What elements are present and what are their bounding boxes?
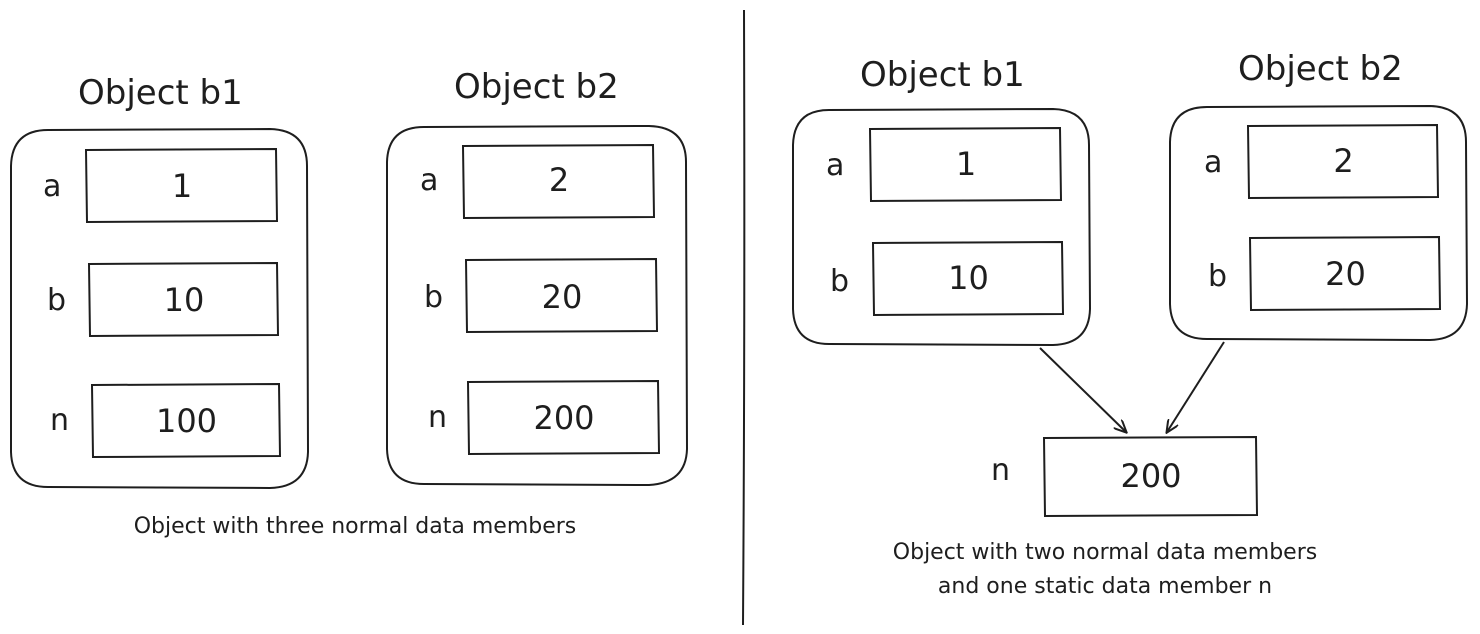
left-b2-a-label: a	[420, 163, 439, 198]
right-b2-b-label: b	[1208, 259, 1228, 294]
left-b2-b-box	[464, 257, 659, 334]
left-b1-a-value: 1	[171, 167, 193, 205]
right-b2-a-box	[1246, 123, 1440, 200]
left-b1-a-box	[84, 147, 279, 224]
right-b1-a-box	[868, 126, 1063, 203]
arrow-b1-to-static-n	[1039, 347, 1126, 432]
left-b2-a-value: 2	[548, 161, 570, 199]
left-b1-b-box	[87, 261, 280, 338]
right-b2-a-value: 2	[1333, 142, 1354, 180]
arrow-b2-to-static-n	[1167, 341, 1225, 432]
right-b1-b-box	[871, 240, 1065, 317]
left-b1-title: Object b1	[78, 73, 243, 113]
right-b1-a-label: a	[826, 148, 845, 183]
right-b2-b-value: 20	[1325, 255, 1366, 293]
left-b2-b-value: 20	[541, 278, 583, 316]
left-b1-a-label: a	[43, 169, 62, 204]
static-n-box	[1042, 435, 1259, 518]
right-caption-line1: Object with two normal data members	[892, 540, 1318, 565]
right-b2-b-box	[1248, 235, 1442, 312]
left-b2-n-box	[466, 379, 661, 456]
left-b1-n-box	[90, 382, 282, 459]
panel-divider	[742, 9, 746, 626]
left-b2-n-label: n	[428, 400, 448, 435]
right-b1-a-value: 1	[955, 145, 977, 183]
right-b1-b-value: 10	[948, 259, 989, 297]
right-b2-title: Object b2	[1238, 49, 1403, 89]
left-b2-container	[386, 124, 689, 487]
left-caption: Object with three normal data members	[133, 514, 577, 539]
right-b1-title: Object b1	[860, 55, 1025, 95]
left-b1-b-label: b	[47, 283, 67, 318]
left-b1-container	[10, 127, 310, 490]
left-b1-n-label: n	[50, 403, 70, 438]
left-b2-a-box	[461, 143, 656, 220]
right-b2-container	[1169, 104, 1469, 342]
left-b2-n-value: 200	[533, 399, 595, 437]
static-n-label: n	[991, 453, 1011, 488]
static-n-value: 200	[1120, 457, 1182, 495]
left-b1-n-value: 100	[155, 402, 218, 440]
right-b2-a-label: a	[1204, 145, 1223, 180]
right-b1-container	[792, 107, 1092, 347]
left-b1-b-value: 10	[163, 281, 205, 319]
left-b2-b-label: b	[424, 280, 444, 315]
right-b1-b-label: b	[830, 264, 850, 299]
left-b2-title: Object b2	[454, 67, 619, 107]
right-caption-line2: and one static data member n	[937, 574, 1273, 599]
